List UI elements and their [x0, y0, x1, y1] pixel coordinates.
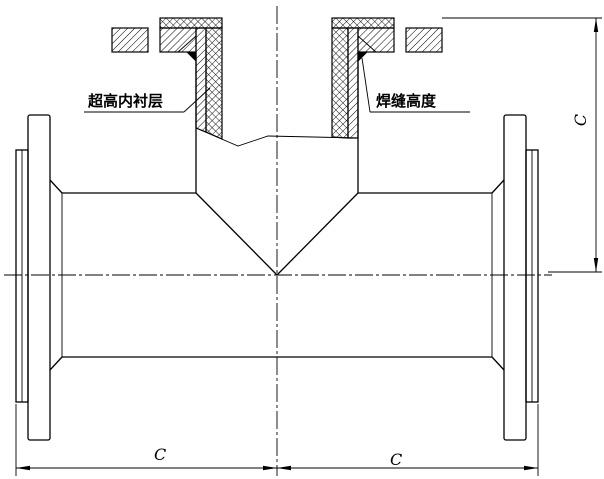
break-line — [195, 127, 359, 147]
steel-wall-right — [347, 27, 359, 139]
left-flange-plate — [27, 114, 51, 441]
lining-layer-callout: 超高内衬层 — [84, 87, 211, 113]
right-hub-top — [491, 179, 505, 194]
intersection-line-right — [276, 192, 359, 276]
intersection-line-left — [195, 192, 278, 276]
lining-wall-right — [331, 27, 349, 139]
lining-flare-left — [159, 17, 223, 29]
weld-bead-right — [357, 51, 369, 63]
lining-layer-leader — [183, 87, 211, 113]
right-run-flange — [491, 114, 539, 441]
steel-wall-left — [195, 27, 207, 133]
run-length-dimensions: C C — [15, 404, 539, 476]
run-pipe — [62, 192, 492, 358]
weld-height-leader — [361, 57, 371, 113]
branch-height-dimension-label: C — [571, 114, 590, 126]
left-run-flange — [15, 114, 63, 441]
right-flange-plate — [503, 114, 527, 441]
left-hub-bottom — [49, 356, 63, 371]
branch-flange-right-outer — [405, 27, 443, 53]
branch-flange-left-weld-prep — [177, 35, 197, 53]
lining-layer-label: 超高内衬层 — [87, 92, 163, 110]
right-hub-bottom — [491, 356, 505, 371]
branch-flange-right-weld-prep — [357, 35, 377, 53]
lining-flare-right — [331, 17, 395, 29]
weld-bead-left — [185, 51, 197, 63]
weld-height-callout: 焊缝高度 — [361, 57, 470, 113]
run-right-dimension-label: C — [390, 450, 402, 469]
branch-flange-right — [331, 17, 443, 139]
branch-flange-left — [111, 17, 223, 140]
branch-flange-left-outer — [111, 27, 149, 53]
branch-flange-left-inner — [159, 27, 197, 53]
branch-flange-right-inner — [357, 27, 395, 53]
weld-height-label: 焊缝高度 — [376, 92, 437, 110]
lining-wall-left — [205, 27, 223, 140]
run-left-dimension-label: C — [154, 445, 166, 464]
branch-height-dimension: C — [442, 17, 602, 273]
left-hub-top — [49, 179, 63, 194]
